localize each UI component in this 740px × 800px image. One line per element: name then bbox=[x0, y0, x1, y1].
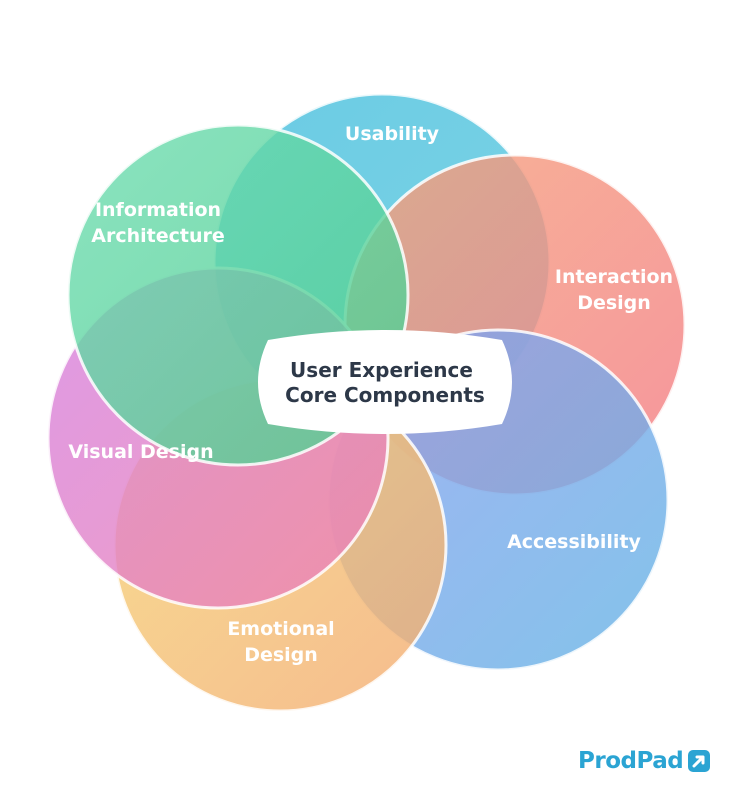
label-interaction-design-line-2: Design bbox=[577, 292, 651, 314]
label-usability-line-1: Usability bbox=[345, 123, 440, 145]
label-information-architecture-line-1: Information bbox=[95, 199, 221, 221]
label-usability: Usability bbox=[345, 123, 440, 145]
brand-name: ProdPad bbox=[578, 748, 684, 774]
core-title-line-1: User Experience bbox=[290, 358, 473, 382]
label-visual-design-line-1: Visual Design bbox=[68, 441, 213, 463]
core-center-shape bbox=[258, 330, 512, 434]
label-emotional-design-line-2: Design bbox=[244, 644, 318, 666]
label-accessibility-line-1: Accessibility bbox=[507, 531, 641, 553]
core-center: User Experience Core Components bbox=[258, 330, 512, 434]
label-emotional-design-line-1: Emotional bbox=[227, 618, 334, 640]
label-visual-design: Visual Design bbox=[68, 441, 213, 463]
brand-logo: ProdPad bbox=[578, 745, 711, 777]
label-interaction-design-line-1: Interaction bbox=[555, 266, 673, 288]
label-information-architecture-line-2: Architecture bbox=[91, 225, 224, 247]
prodpad-arrow-icon bbox=[688, 750, 711, 772]
label-accessibility: Accessibility bbox=[507, 531, 641, 553]
core-title: User Experience Core Components bbox=[285, 358, 485, 407]
core-title-line-2: Core Components bbox=[285, 383, 485, 407]
